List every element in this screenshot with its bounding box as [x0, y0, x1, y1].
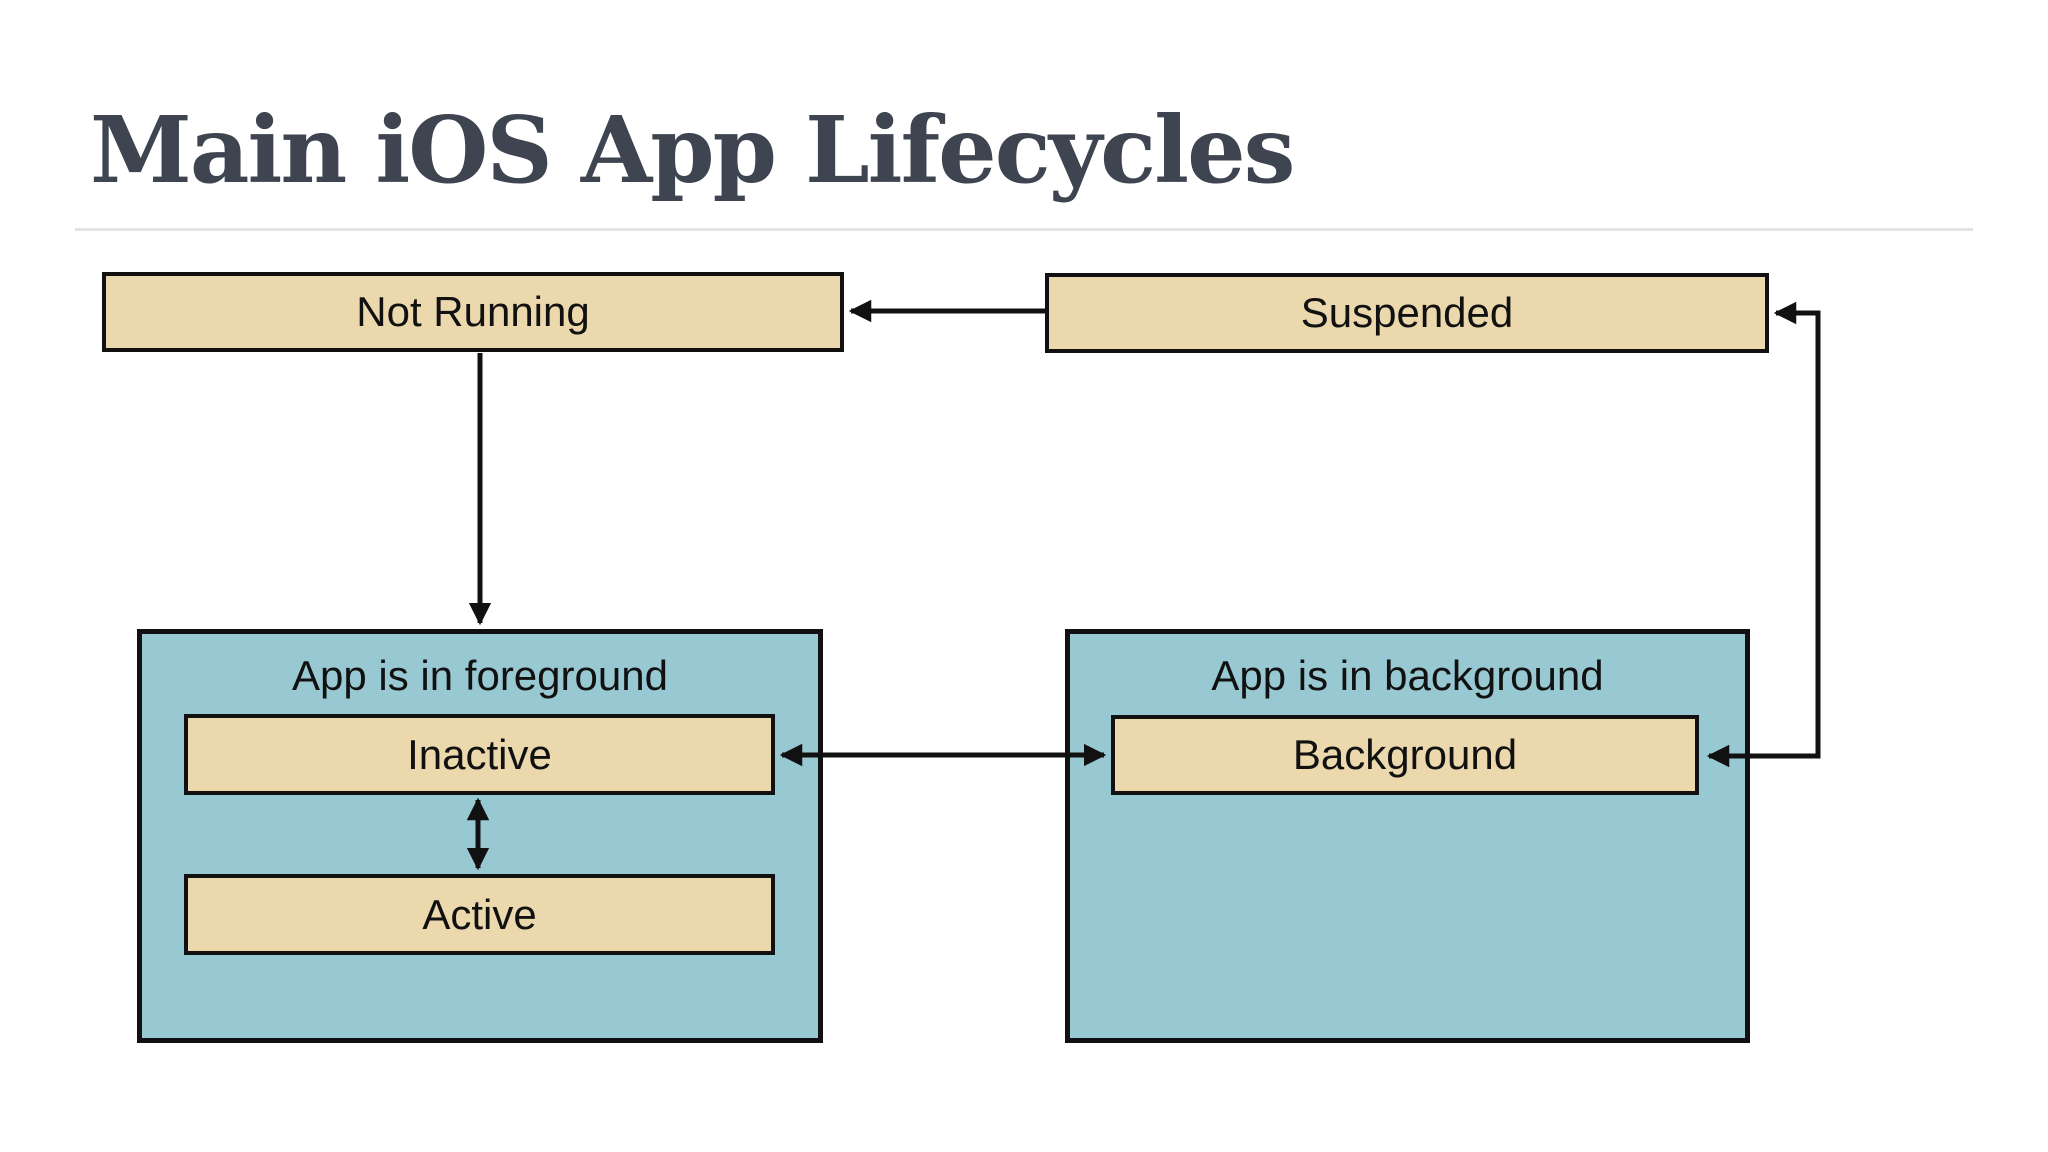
node-not-running: Not Running	[102, 272, 844, 352]
title-divider	[75, 228, 1973, 231]
group-background: App is in background	[1065, 629, 1750, 1043]
node-background: Background	[1111, 715, 1699, 795]
page-title: Main iOS App Lifecycles	[90, 96, 1295, 204]
node-not-running-label: Not Running	[356, 288, 590, 335]
node-suspended-label: Suspended	[1300, 289, 1514, 336]
node-background-label: Background	[1292, 731, 1518, 778]
group-foreground: App is in foreground	[137, 629, 823, 1043]
node-suspended: Suspended	[1045, 273, 1769, 353]
node-inactive: Inactive	[184, 714, 775, 795]
group-background-label: App is in background	[1211, 652, 1604, 699]
node-active-label: Active	[422, 890, 537, 938]
group-foreground-label: App is in foreground	[292, 652, 668, 699]
node-active: Active	[184, 874, 775, 955]
node-inactive-label: Inactive	[407, 730, 552, 778]
